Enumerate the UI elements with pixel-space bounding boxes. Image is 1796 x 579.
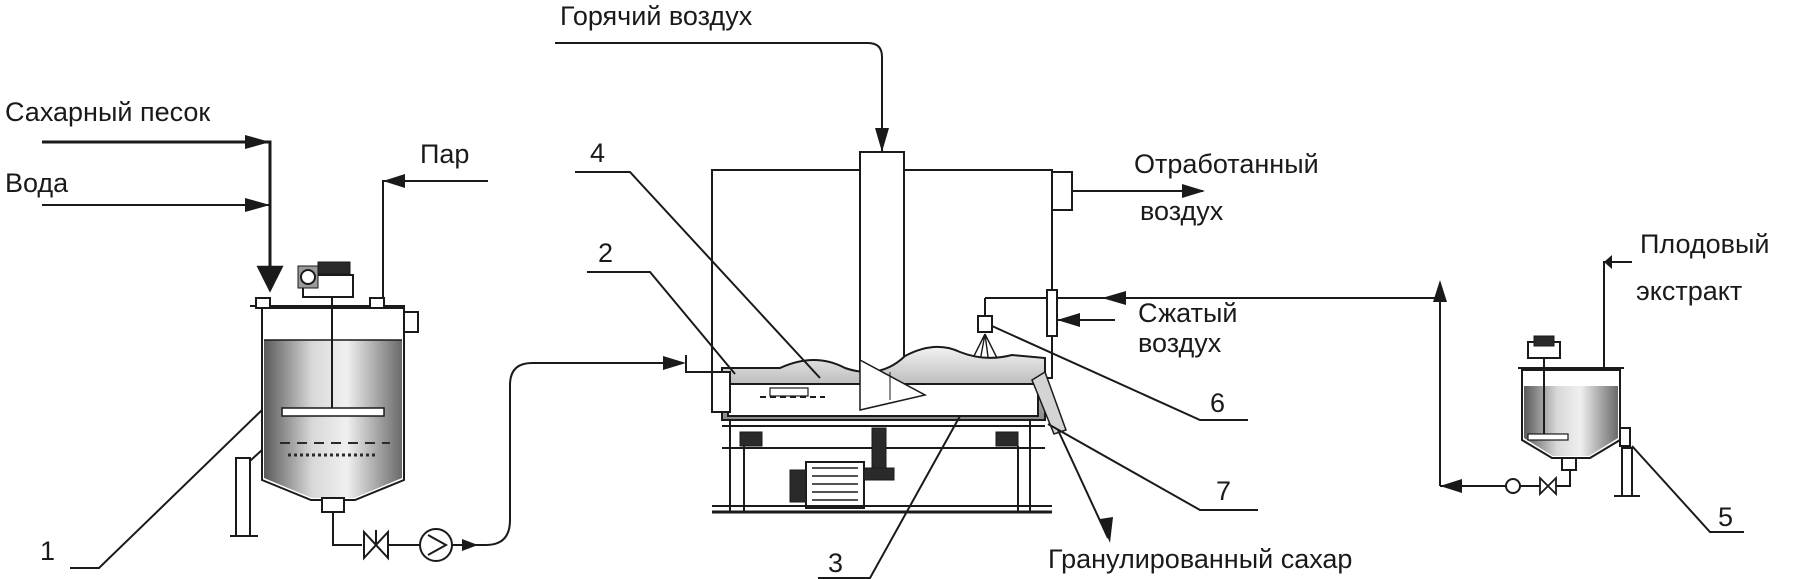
valve-2	[1539, 470, 1571, 497]
compressed-air-label-line1: Сжатый	[1138, 298, 1237, 328]
hot-air-label: Горячий воздух	[560, 1, 753, 31]
callout-5-number: 5	[1718, 502, 1733, 532]
pump-2	[1505, 478, 1540, 494]
callout-4: 4	[575, 138, 821, 379]
granulated-sugar-label: Гранулированный сахар	[1048, 544, 1352, 574]
syrup-tank-1	[230, 261, 419, 546]
granulator-housing	[555, 42, 1205, 543]
sugar-sand-feed-line	[42, 135, 284, 293]
fruit-extract-label-line1: Плодовый	[1640, 229, 1770, 259]
callout-1-number: 1	[40, 536, 55, 566]
callout-1: 1	[40, 409, 263, 569]
callout-3-number: 3	[828, 548, 843, 578]
callout-2: 2	[587, 238, 736, 375]
steam-feed-line	[382, 174, 488, 310]
water-label: Вода	[5, 168, 69, 198]
callout-6: 6	[991, 325, 1248, 421]
fruit-extract-label-line2: экстракт	[1636, 276, 1742, 306]
callout-3: 3	[818, 415, 961, 579]
pump-1	[388, 356, 686, 562]
extract-tank-5	[1518, 255, 1640, 497]
callout-7: 7	[1047, 423, 1258, 511]
valve-1	[363, 529, 389, 561]
compressed-air-label-line2: воздух	[1138, 328, 1222, 358]
exhaust-air-label-line2: воздух	[1140, 196, 1224, 226]
water-feed-line	[42, 198, 270, 212]
callout-5: 5	[1631, 445, 1744, 533]
callout-7-number: 7	[1216, 476, 1231, 506]
sugar-sand-label: Сахарный песок	[5, 97, 210, 127]
callout-4-number: 4	[590, 138, 605, 168]
exhaust-air-label-line1: Отработанный	[1134, 149, 1319, 179]
callout-2-number: 2	[598, 238, 613, 268]
steam-label: Пар	[420, 139, 469, 169]
extract-feed-line	[1102, 280, 1506, 493]
callout-6-number: 6	[1210, 388, 1225, 418]
